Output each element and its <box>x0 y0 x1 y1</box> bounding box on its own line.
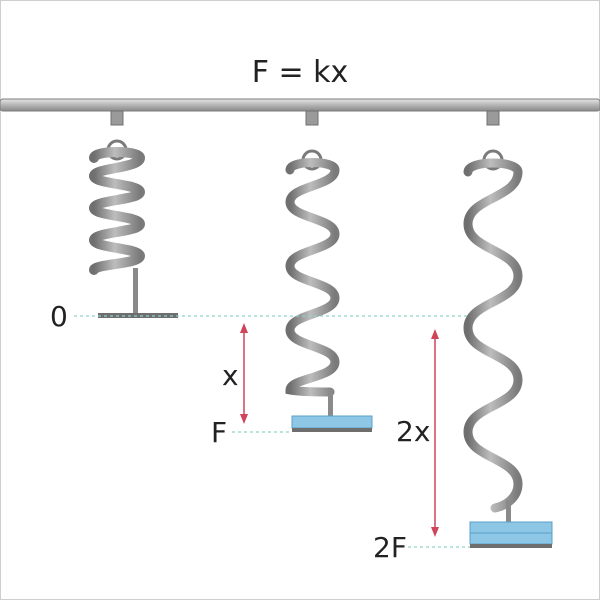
label-two-force: 2F <box>373 531 407 564</box>
spring-2f <box>463 110 553 548</box>
mount-1 <box>110 110 124 126</box>
label-zero: 0 <box>50 300 68 333</box>
platform-2 <box>292 428 372 432</box>
coil-1 <box>88 147 146 275</box>
platform-3 <box>470 544 552 548</box>
arrow-2x <box>431 329 439 537</box>
platform-1 <box>98 313 178 318</box>
weight-2 <box>291 415 373 429</box>
formula-title: F = kx <box>251 55 349 90</box>
mount-2 <box>305 110 319 126</box>
hanger-rod-1 <box>133 268 138 316</box>
label-two-x: 2x <box>396 415 431 448</box>
coil-3 <box>463 158 523 513</box>
hanger-rod-3 <box>506 500 511 524</box>
mount-3 <box>486 110 500 126</box>
label-force: F <box>211 416 228 449</box>
spring-f <box>285 110 373 432</box>
spring-rest <box>88 110 178 318</box>
arrow-x <box>240 323 248 424</box>
ceiling-rail <box>0 98 600 112</box>
coil-2 <box>285 158 340 397</box>
hanger-rod-2 <box>328 390 333 416</box>
label-x: x <box>222 359 239 392</box>
